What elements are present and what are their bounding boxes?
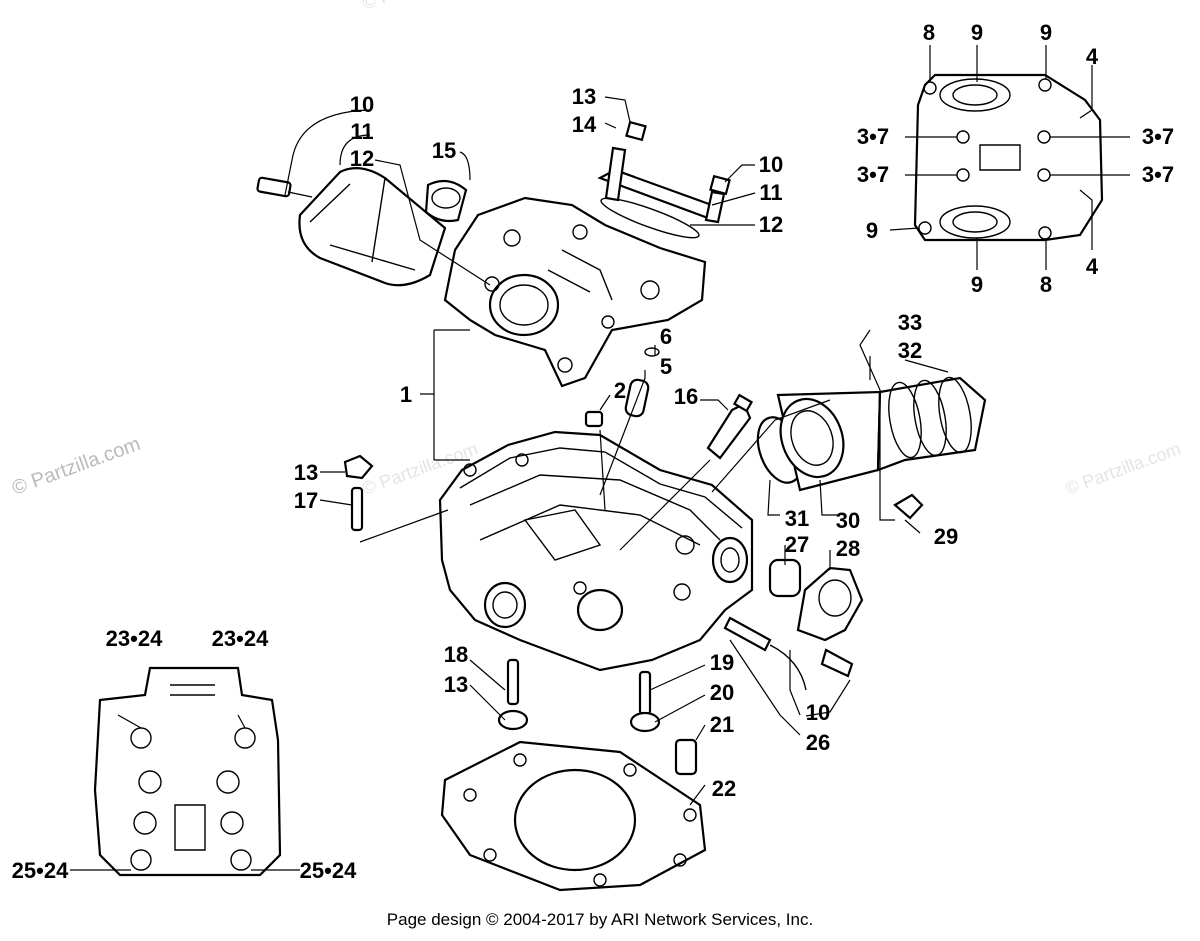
part-number-label: 12 bbox=[350, 146, 374, 171]
part-number-label: 26 bbox=[806, 730, 830, 755]
part-number-label: 12 bbox=[759, 212, 783, 237]
small-parts bbox=[343, 347, 754, 776]
leader-lines bbox=[70, 45, 1130, 871]
part-number-label: 25•24 bbox=[300, 858, 357, 883]
part-number-label: 6 bbox=[660, 324, 672, 349]
part-number-label: 31 bbox=[785, 506, 809, 531]
watermark-faint: © Partzilla.com bbox=[1063, 438, 1184, 498]
part-number-label: 10 bbox=[759, 152, 783, 177]
cylinder-head bbox=[438, 430, 754, 672]
head-top-view-inset bbox=[93, 666, 282, 877]
part-number-label: 20 bbox=[710, 680, 734, 705]
part-number-label: 4 bbox=[1086, 44, 1099, 69]
part-number-label: 19 bbox=[710, 650, 734, 675]
part-number-label: 23•24 bbox=[212, 626, 269, 651]
part-number-label: 13 bbox=[444, 672, 468, 697]
head-bottom-view-inset bbox=[913, 73, 1104, 242]
part-number-label: 2 bbox=[614, 378, 626, 403]
watermark-faint: © Partzilla.com bbox=[360, 0, 481, 14]
part-number-label: 13 bbox=[572, 84, 596, 109]
part-number-label: 9 bbox=[971, 272, 983, 297]
part-number-label: 3•7 bbox=[1142, 162, 1174, 187]
part-number-label: 11 bbox=[759, 180, 782, 205]
part-number-label: 33 bbox=[898, 310, 922, 335]
part-number-label: 16 bbox=[674, 384, 698, 409]
part-number-label: 3•7 bbox=[1142, 124, 1174, 149]
part-number-label: 15 bbox=[432, 138, 456, 163]
valve-cover-assembly bbox=[256, 120, 731, 388]
part-number-label: 10 bbox=[806, 700, 830, 725]
part-number-label: 9 bbox=[1040, 20, 1052, 45]
head-gasket bbox=[440, 740, 707, 892]
part-number-label: 28 bbox=[836, 536, 860, 561]
part-number-label: 13 bbox=[294, 460, 318, 485]
part-number-label: 25•24 bbox=[12, 858, 69, 883]
footer-credit: Page design © 2004-2017 by ARI Network S… bbox=[386, 910, 814, 929]
part-number-label: 21 bbox=[710, 712, 734, 737]
part-number-label: 4 bbox=[1086, 254, 1099, 279]
part-number-label: 10 bbox=[350, 92, 374, 117]
part-number-label: 22 bbox=[712, 776, 736, 801]
part-number-label: 11 bbox=[350, 119, 373, 144]
part-number-label: 29 bbox=[934, 524, 958, 549]
part-number-label: 23•24 bbox=[106, 626, 163, 651]
part-number-label: 9 bbox=[971, 20, 983, 45]
part-number-label: 30 bbox=[836, 508, 860, 533]
part-number-label: 3•7 bbox=[857, 124, 889, 149]
part-number-label: 27 bbox=[785, 532, 809, 557]
part-number-label: 14 bbox=[572, 112, 597, 137]
part-number-label: 9 bbox=[866, 218, 878, 243]
part-number-label: 5 bbox=[660, 354, 672, 379]
part-number-label: 8 bbox=[1040, 272, 1052, 297]
watermark-main: © Partzilla.com bbox=[9, 433, 143, 500]
part-number-label: 1 bbox=[400, 382, 412, 407]
part-number-label: 18 bbox=[444, 642, 468, 667]
intake-boot bbox=[723, 376, 987, 691]
part-number-label: 32 bbox=[898, 338, 922, 363]
part-number-label: 3•7 bbox=[857, 162, 889, 187]
part-number-label: 8 bbox=[923, 20, 935, 45]
part-number-label: 17 bbox=[294, 488, 318, 513]
